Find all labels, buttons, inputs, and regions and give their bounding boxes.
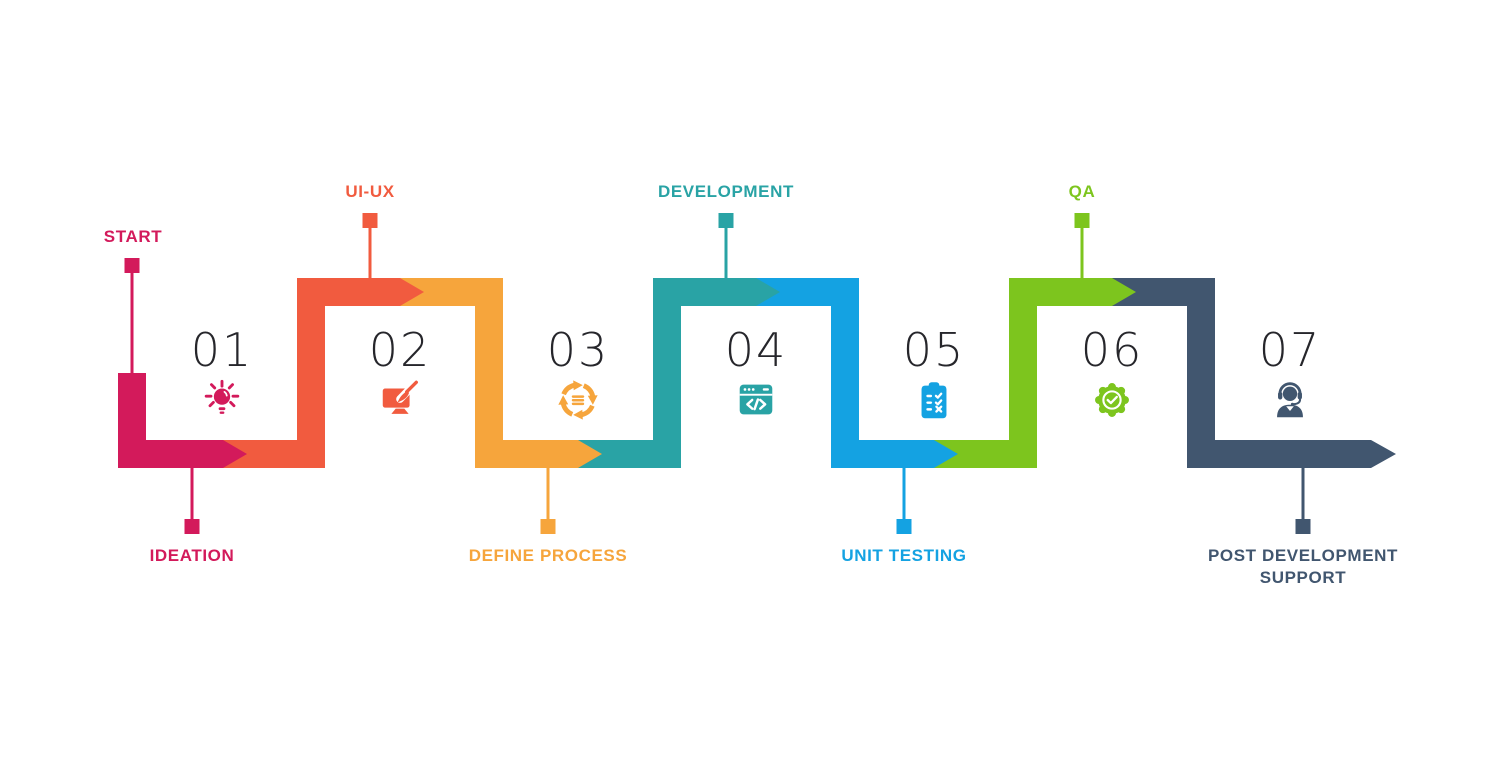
start-stem-line [130, 273, 134, 373]
define-process-stem-line [546, 468, 550, 519]
connector-post-development-support [1295, 468, 1311, 534]
step-label-development: DEVELOPMENT [657, 182, 794, 201]
ideation-marker-square [184, 519, 200, 534]
connector-development [718, 213, 734, 278]
ui-ux-stem-line [368, 228, 372, 278]
path-segment-unit-testing [756, 278, 958, 468]
connector-ideation [184, 468, 200, 534]
connector-define-process [540, 468, 556, 534]
step-label-qa: QA [1068, 182, 1096, 201]
design-monitor-icon [377, 377, 423, 423]
ui-ux-marker-square [362, 213, 378, 228]
post-development-support-stem-line [1301, 468, 1305, 519]
define-process-marker-square [540, 519, 556, 534]
path-segment-post-development-support [1112, 278, 1396, 468]
path-segment-ui-ux [223, 278, 424, 468]
qa-marker-square [1074, 213, 1090, 228]
unit-testing-marker-square [896, 519, 912, 534]
step-label-define-process: DEFINE PROCESS [468, 546, 628, 565]
support-agent-icon [1267, 377, 1313, 423]
start-label: START [103, 227, 163, 246]
step-number-06: 06 [1080, 323, 1144, 377]
post-development-support-marker-square [1295, 519, 1311, 534]
start-marker-square [124, 258, 140, 273]
path-segment-qa [934, 278, 1136, 468]
qa-stem-line [1080, 228, 1084, 278]
unit-testing-stem-line [902, 468, 906, 519]
step-number-07: 07 [1258, 323, 1322, 377]
process-cycle-icon [555, 377, 601, 423]
development-marker-square [718, 213, 734, 228]
step-label-ui-ux: UI-UX [345, 182, 395, 201]
step-label-post-development-support: POST DEVELOPMENT SUPPORT [1207, 546, 1398, 588]
connector-ui-ux [362, 213, 378, 278]
quality-badge-icon [1089, 377, 1135, 423]
development-stem-line [724, 228, 728, 278]
path-segment-define-process [400, 278, 602, 468]
connector-qa [1074, 213, 1090, 278]
lightbulb-icon [199, 377, 245, 423]
step-number-02: 02 [368, 323, 432, 377]
step-number-05: 05 [902, 323, 966, 377]
path-segment-development [578, 278, 780, 468]
step-number-04: 04 [724, 323, 788, 377]
ideation-stem-line [190, 468, 194, 519]
connector-unit-testing [896, 468, 912, 534]
step-number-01: 01 [190, 323, 254, 377]
step-label-unit-testing: UNIT TESTING [841, 546, 967, 565]
checklist-icon [911, 377, 957, 423]
step-number-03: 03 [546, 323, 610, 377]
code-window-icon [733, 377, 779, 423]
connector-start [124, 258, 140, 373]
step-label-ideation: IDEATION [149, 546, 235, 565]
path-segment-ideation [118, 373, 247, 468]
